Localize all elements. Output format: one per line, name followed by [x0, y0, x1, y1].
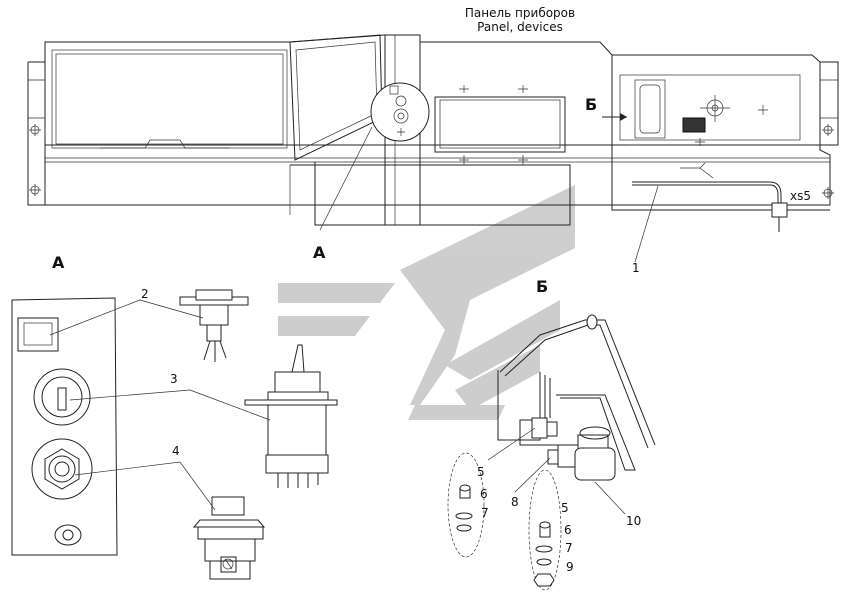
leader-left-stack — [487, 427, 536, 461]
callout-9: 9 — [566, 560, 574, 574]
push-switch-part — [192, 496, 266, 580]
callout-2-leader — [49, 299, 141, 336]
callout-10: 10 — [626, 514, 641, 528]
callout-4-leader — [74, 461, 216, 511]
fastener-stack-right — [528, 469, 562, 591]
callout-10-leader — [594, 481, 626, 515]
title-line-1: Панель приборов — [465, 6, 575, 20]
callout-5-left: 5 — [477, 465, 485, 479]
callout-3-leader — [69, 389, 191, 401]
view-b-marker: Б — [585, 95, 597, 114]
callout-5-right: 5 — [561, 501, 569, 515]
callout-4: 4 — [172, 444, 180, 458]
title-line-2: Panel, devices — [477, 20, 563, 34]
callout-7-left: 7 — [481, 506, 489, 520]
callout-6-right: 6 — [564, 523, 572, 537]
view-a-marker: А — [313, 243, 326, 262]
toggle-switch-part — [189, 344, 338, 488]
callout-3: 3 — [170, 372, 178, 386]
callout-7-right: 7 — [565, 541, 573, 555]
callout-1: 1 — [632, 261, 640, 275]
indicator-lamp-part — [139, 289, 249, 362]
connector-label: xs5 — [790, 189, 811, 203]
fastener-stack-left — [447, 452, 485, 558]
watermark-logo — [278, 185, 575, 420]
callout-2: 2 — [141, 287, 149, 301]
view-a-switch-plate — [11, 297, 118, 556]
view-a-heading: А — [52, 253, 65, 272]
view-b-heading: Б — [536, 277, 548, 296]
view-b-bracket-assembly — [497, 314, 656, 481]
callout-8: 8 — [511, 495, 519, 509]
instrument-panel-drawing — [27, 34, 839, 263]
callout-6-left: 6 — [480, 487, 488, 501]
callout-8-leader — [514, 457, 551, 493]
